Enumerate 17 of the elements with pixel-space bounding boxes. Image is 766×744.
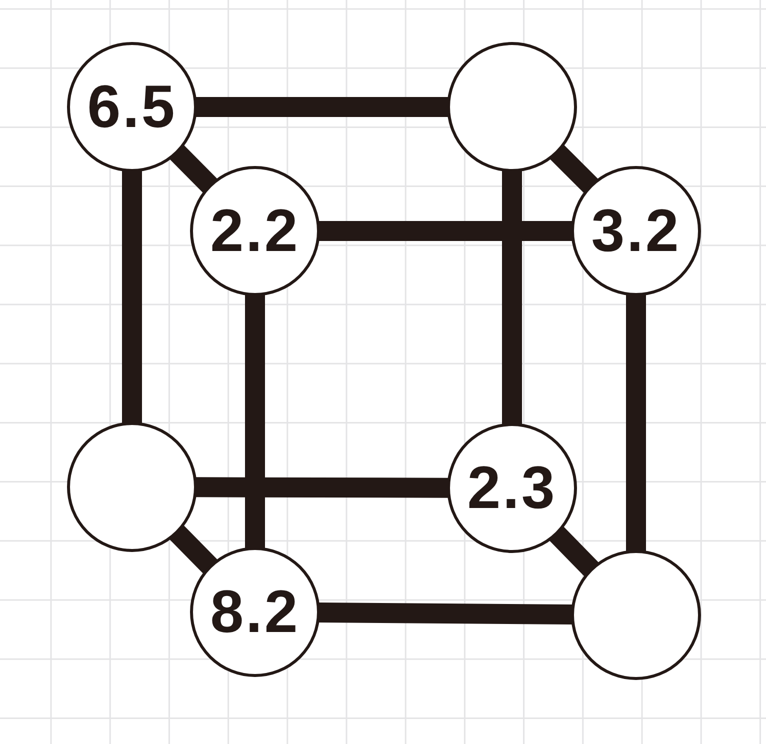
connector-line <box>122 170 142 424</box>
connector-line <box>626 294 646 552</box>
connector-line <box>318 221 572 241</box>
node-value: 2.3 <box>467 458 557 518</box>
node-value: 2.2 <box>210 201 300 261</box>
connector-line <box>169 525 218 574</box>
connector-line <box>318 602 573 624</box>
node-value: 8.2 <box>210 582 300 642</box>
connector-line <box>170 145 218 193</box>
connector-line <box>196 97 448 117</box>
connector-line <box>502 170 522 424</box>
connector-line <box>195 477 449 498</box>
connector-line <box>245 294 265 548</box>
node-value: 3.2 <box>591 201 681 261</box>
node-value: 6.5 <box>87 77 177 137</box>
connector-line <box>550 144 598 194</box>
connector-line <box>549 526 599 577</box>
